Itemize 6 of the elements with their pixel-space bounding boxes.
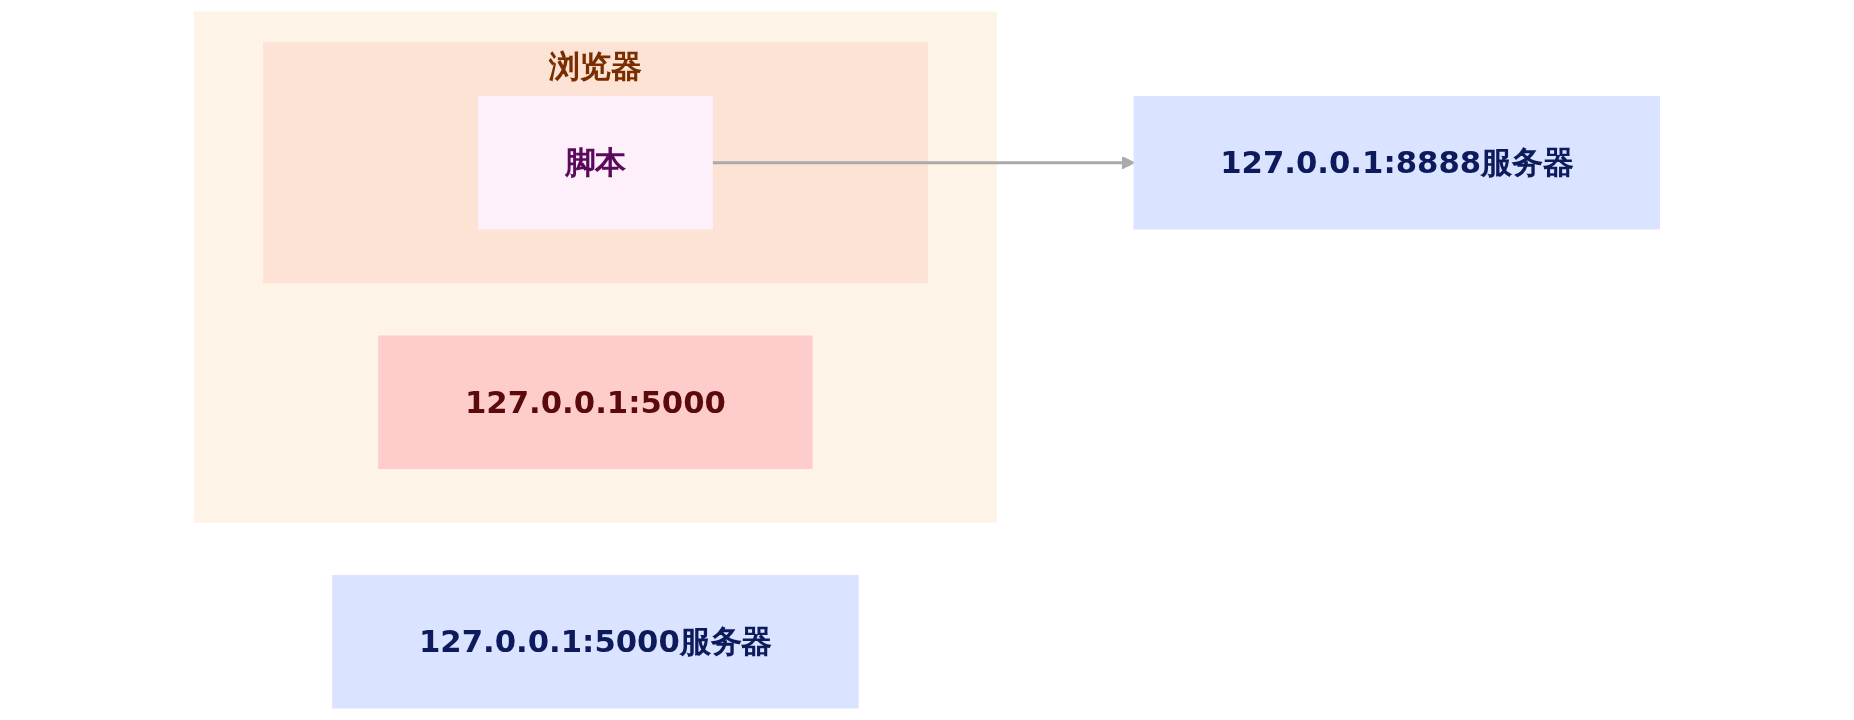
node-box: 127.0.0.1:5000服务器 (332, 574, 859, 709)
arrow (712, 155, 1135, 170)
node-box: 127.0.0.1:5000 (378, 335, 813, 469)
node-box: 127.0.0.1:8888服务器 (1133, 95, 1660, 230)
cluster (194, 11, 997, 523)
node-box: 脚本 (478, 95, 713, 230)
